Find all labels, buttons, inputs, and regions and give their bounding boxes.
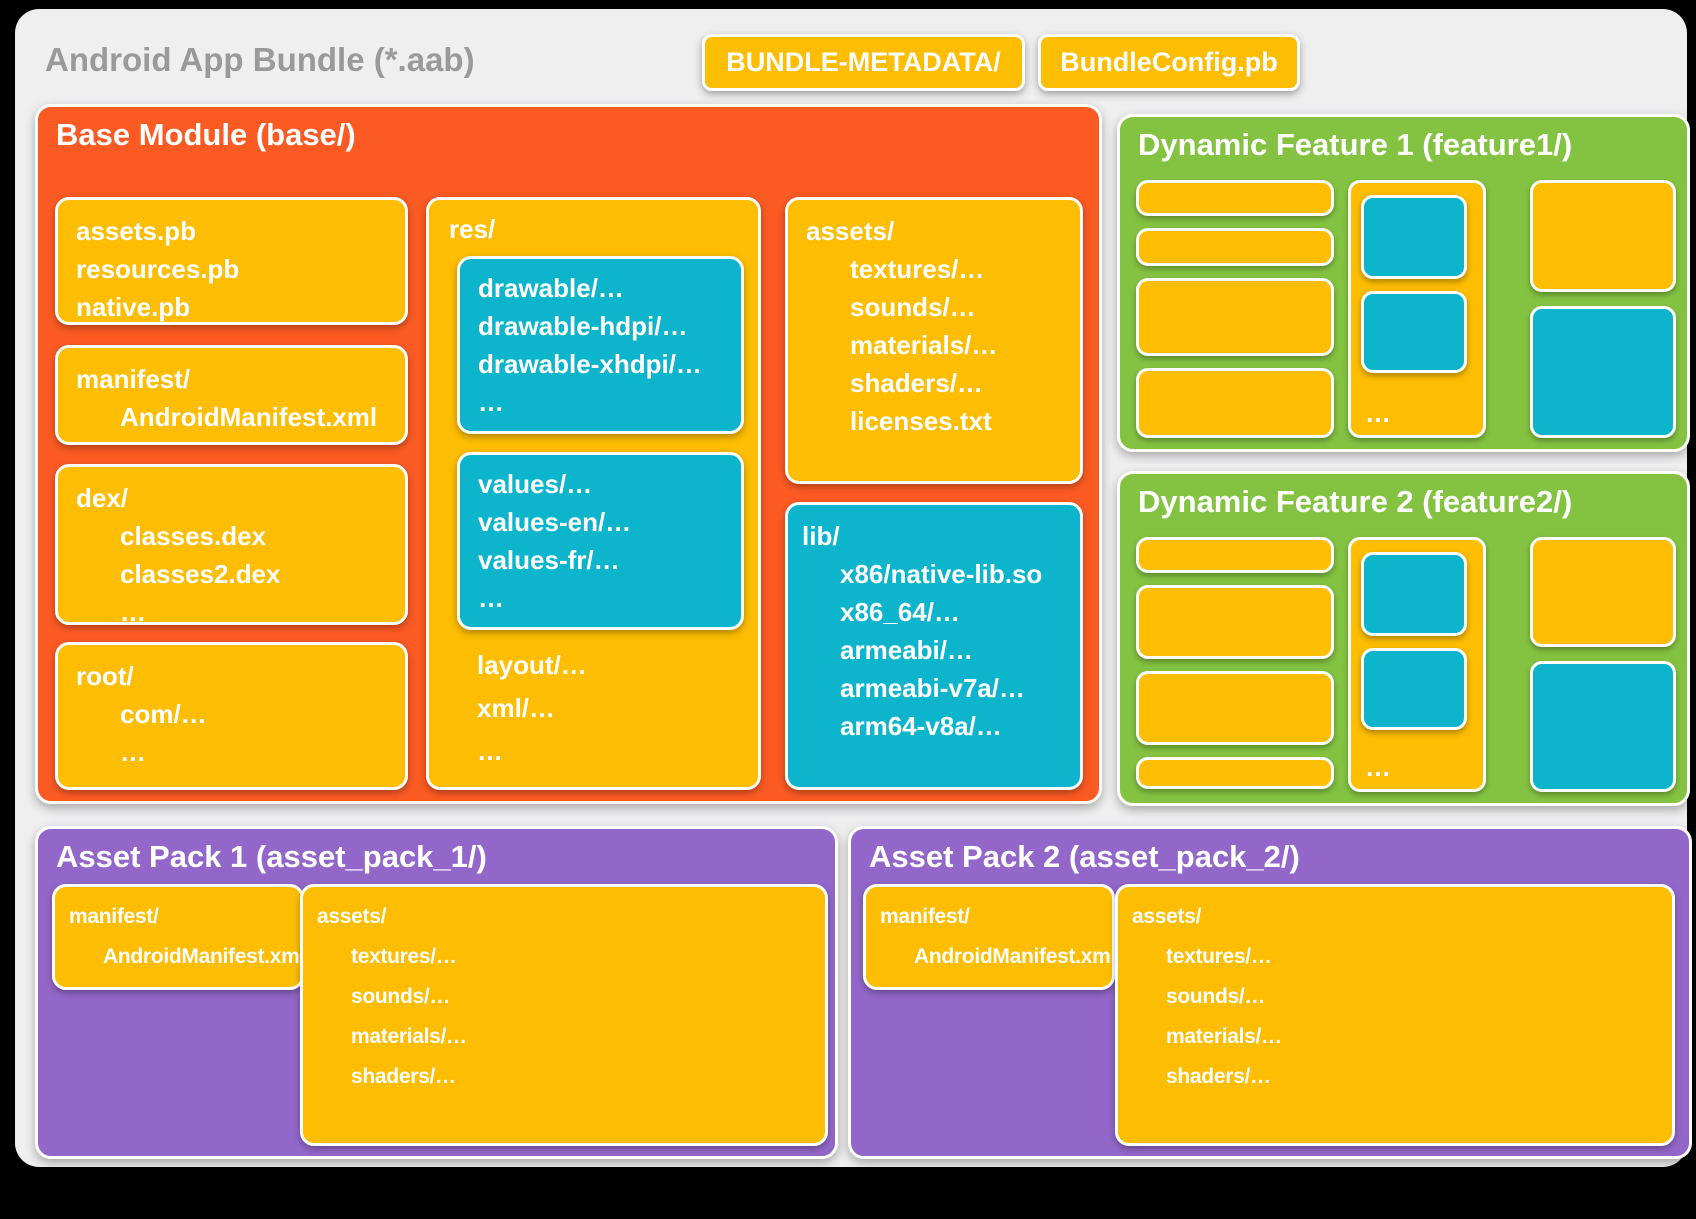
ellipsis-entry: …	[120, 737, 146, 767]
ellipsis-entry: …	[478, 387, 504, 417]
folder-entry: values-en/…	[478, 507, 632, 537]
feature-res-group: …	[1348, 180, 1486, 438]
asset-pack-manifest-box: manifest/ AndroidManifest.xml	[52, 884, 305, 990]
base-res-box: res/ drawable/… drawable-hdpi/… drawable…	[426, 197, 761, 790]
feature-box	[1530, 537, 1676, 647]
file-entry: x86/native-lib.so	[840, 559, 1043, 589]
feature-box	[1136, 228, 1334, 266]
asset-pack-2-title: Asset Pack 2 (asset_pack_2/)	[869, 839, 1300, 874]
asset-pack-manifest-box: manifest/ AndroidManifest.xml	[863, 884, 1116, 990]
bundle-config-badge: BundleConfig.pb	[1038, 34, 1300, 91]
folder-entry: dex/	[76, 483, 129, 513]
asset-pack-2-panel: Asset Pack 2 (asset_pack_2/) manifest/ A…	[848, 826, 1692, 1159]
folder-entry: sounds/…	[850, 292, 976, 322]
feature-res-group: …	[1348, 537, 1486, 792]
file-entry: resources.pb	[76, 254, 240, 284]
feature-box	[1136, 537, 1334, 573]
folder-entry: drawable-xhdpi/…	[478, 349, 702, 379]
feature-box-cyan	[1361, 195, 1467, 279]
file-entry: native.pb	[76, 292, 191, 322]
folder-entry: com/…	[120, 699, 207, 729]
folder-entry: textures/…	[850, 254, 985, 284]
folder-entry: lib/	[802, 521, 840, 551]
folder-entry: layout/…	[477, 650, 587, 680]
base-assets-box: assets/ textures/… sounds/… materials/… …	[785, 197, 1083, 484]
feature-box-cyan	[1530, 306, 1676, 438]
folder-entry: sounds/…	[1166, 985, 1266, 1008]
page-title: Android App Bundle (*.aab)	[45, 41, 475, 78]
feature-box	[1136, 180, 1334, 216]
file-entry: classes2.dex	[120, 559, 281, 589]
feature-box	[1136, 757, 1334, 789]
dynamic-feature-2-panel: Dynamic Feature 2 (feature2/) …	[1117, 471, 1690, 806]
folder-entry: materials/…	[1166, 1025, 1282, 1048]
file-entry: AndroidManifest.xml	[103, 945, 305, 968]
asset-pack-assets-box: assets/ textures/… sounds/… materials/… …	[300, 884, 828, 1146]
res-values-box: values/… values-en/… values-fr/… …	[457, 452, 744, 630]
base-module-panel: Base Module (base/) assets.pb resources.…	[35, 104, 1102, 804]
feature-box	[1136, 671, 1334, 745]
dynamic-feature-1-panel: Dynamic Feature 1 (feature1/) …	[1117, 114, 1690, 452]
file-entry: assets.pb	[76, 216, 196, 246]
ellipsis-entry: …	[477, 736, 503, 766]
feature-box	[1136, 368, 1334, 438]
file-entry: AndroidManifest.xml	[914, 945, 1116, 968]
folder-entry: values/…	[478, 469, 593, 499]
folder-entry: armeabi/…	[840, 635, 973, 665]
folder-entry: assets/	[317, 905, 387, 928]
file-entry: licenses.txt	[850, 406, 992, 436]
feature-box-cyan	[1361, 648, 1467, 730]
folder-entry: manifest/	[880, 905, 970, 928]
folder-entry: manifest/	[76, 364, 191, 394]
feature-box	[1136, 585, 1334, 659]
ellipsis-entry: …	[1365, 752, 1391, 782]
dynamic-feature-1-title: Dynamic Feature 1 (feature1/)	[1138, 127, 1573, 162]
feature-box-cyan	[1530, 661, 1676, 792]
folder-entry: x86_64/…	[840, 597, 960, 627]
ellipsis-entry: …	[478, 583, 504, 613]
asset-pack-assets-box: assets/ textures/… sounds/… materials/… …	[1115, 884, 1675, 1146]
folder-entry: sounds/…	[351, 985, 451, 1008]
base-manifest-box: manifest/ AndroidManifest.xml	[55, 345, 408, 445]
file-entry: classes.dex	[120, 521, 267, 551]
folder-entry: assets/	[1132, 905, 1202, 928]
folder-entry: textures/…	[1166, 945, 1272, 968]
folder-entry: drawable-hdpi/…	[478, 311, 688, 341]
ellipsis-entry: …	[1365, 398, 1391, 428]
feature-box-cyan	[1361, 552, 1467, 636]
folder-entry: drawable/…	[478, 273, 624, 303]
folder-entry: arm64-v8a/…	[840, 711, 1002, 741]
res-drawable-box: drawable/… drawable-hdpi/… drawable-xhdp…	[457, 256, 744, 434]
feature-box	[1136, 278, 1334, 356]
feature-box	[1530, 180, 1676, 292]
asset-pack-1-panel: Asset Pack 1 (asset_pack_1/) manifest/ A…	[35, 826, 838, 1159]
folder-entry: assets/	[806, 216, 895, 246]
base-module-title: Base Module (base/)	[56, 117, 356, 152]
base-root-box: root/ com/… …	[55, 642, 408, 790]
folder-entry: xml/…	[477, 693, 556, 723]
folder-entry: root/	[76, 661, 134, 691]
base-pb-files-box: assets.pb resources.pb native.pb	[55, 197, 408, 325]
folder-entry: materials/…	[351, 1025, 467, 1048]
folder-entry: res/	[449, 214, 496, 244]
feature-box-cyan	[1361, 291, 1467, 373]
folder-entry: values-fr/…	[478, 545, 620, 575]
folder-entry: shaders/…	[1166, 1065, 1271, 1088]
folder-entry: shaders/…	[850, 368, 983, 398]
ellipsis-entry: …	[120, 597, 146, 627]
asset-pack-1-title: Asset Pack 1 (asset_pack_1/)	[56, 839, 487, 874]
folder-entry: materials/…	[850, 330, 998, 360]
folder-entry: armeabi-v7a/…	[840, 673, 1025, 703]
folder-entry: manifest/	[69, 905, 159, 928]
folder-entry: shaders/…	[351, 1065, 456, 1088]
dynamic-feature-2-title: Dynamic Feature 2 (feature2/)	[1138, 484, 1573, 519]
bundle-metadata-badge: BUNDLE-METADATA/	[702, 34, 1025, 91]
file-entry: AndroidManifest.xml	[120, 402, 378, 432]
bundle-card: Android App Bundle (*.aab) BUNDLE-METADA…	[15, 9, 1692, 1167]
folder-entry: textures/…	[351, 945, 457, 968]
base-dex-box: dex/ classes.dex classes2.dex …	[55, 464, 408, 627]
res-tail-entries: layout/… xml/… …	[477, 644, 744, 773]
base-lib-box: lib/ x86/native-lib.so x86_64/… armeabi/…	[785, 502, 1083, 790]
